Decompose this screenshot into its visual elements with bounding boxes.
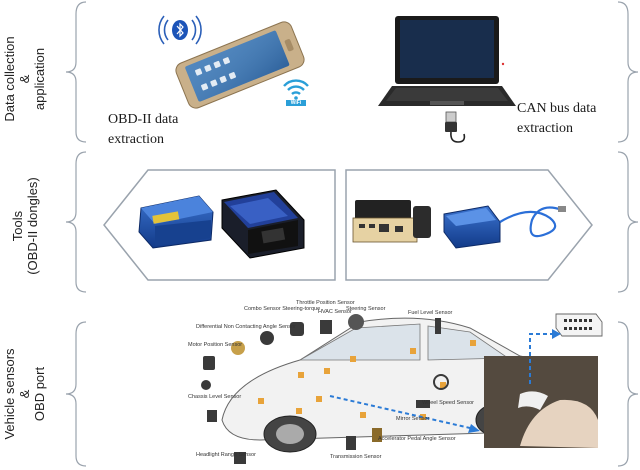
section-label-vehicle-sensors: Vehicle sensors & OBD port (2, 348, 47, 440)
obd-port-photo (484, 356, 598, 448)
sensor-label-chassis-level: Chassis Level Sensor (188, 394, 242, 400)
right-brace-bottom (617, 321, 639, 467)
sensor-label-throttle: Throttle Position Sensor (296, 300, 355, 306)
obd-port-connector (555, 313, 603, 337)
wifi-label: WiFi (290, 100, 302, 106)
sensor-label-mirror: Mirror Sensor (396, 416, 430, 422)
sensor-label-differential: Differential Non Contacting Angle Sensor (196, 324, 296, 330)
arrowhead-to-port (552, 329, 561, 339)
section-label-data-collection: Data collection & application (2, 36, 47, 122)
section-label-tools: Tools (OBD-II dongles) (10, 177, 40, 275)
sensor-label-steering: Steering Sensor (346, 306, 386, 312)
smartphone-image (175, 21, 305, 109)
wifi-icon (283, 79, 309, 106)
right-brace-top (617, 1, 639, 143)
sensor-label-wheel-speed: Wheel Speed Sensor (422, 400, 474, 406)
sensor-label-accelerator: Accelerator Pedal Angle Sensor (378, 436, 456, 442)
left-brace-middle (65, 151, 87, 293)
caption-obd-extraction: OBD-II data extraction (108, 112, 179, 147)
usb-cable-icon (445, 111, 466, 143)
sensor-label-headlight: Headlight Range Sensor (196, 452, 256, 458)
dongle-panel-left (103, 169, 336, 281)
dongle-panel-right (345, 169, 593, 281)
port-location-arrows (329, 333, 554, 429)
obd-dongle-mini (138, 195, 214, 249)
arrowhead-to-photo (468, 424, 480, 433)
right-brace-middle (617, 151, 639, 293)
can-logger-device (352, 200, 431, 243)
sensor-label-fuel-level: Fuel Level Sensor (408, 310, 453, 316)
obd-dongle-usb (443, 205, 566, 249)
laptop-image (378, 16, 516, 106)
sensor-thumbnails (201, 314, 449, 464)
sensor-label-hvac: HVAC Sensor (318, 309, 352, 315)
sensor-label-motor-position: Motor Position Sensor (188, 342, 243, 348)
obd-dongle-bluetooth (221, 189, 305, 259)
sensor-label-transmission: Transmission Sensor (330, 454, 382, 460)
bluetooth-icon (158, 15, 202, 45)
caption-can-extraction: CAN bus data extraction (517, 101, 597, 136)
left-brace-bottom (65, 321, 87, 467)
sensor-label-combo: Combo Sensor Steering-torque (244, 306, 321, 312)
left-brace-top (65, 1, 87, 143)
